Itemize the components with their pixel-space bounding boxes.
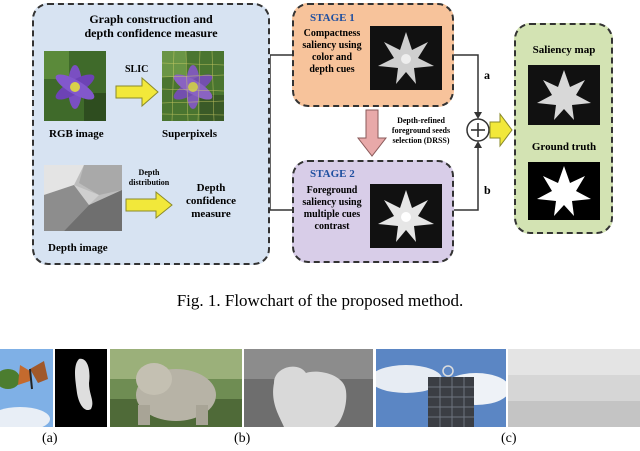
depth-image-label: Depth image [48,242,108,254]
example-a-rgb [0,349,53,427]
line-stage2-to-plus [454,147,479,211]
sublabel-b: (b) [234,431,251,446]
stage1-description: Compactness saliency using color and dep… [302,28,362,75]
example-b-depth [244,349,373,427]
arrowhead-a [474,112,482,119]
figure-caption: Fig. 1. Flowchart of the proposed method… [176,291,464,310]
example-c-rgb [376,349,506,427]
stage1-saliency-image [370,26,442,90]
sublabel-c: (c) [501,431,517,446]
sublabel-a: (a) [42,431,58,446]
arrow-slic [115,76,159,108]
superpixels-label: Superpixels [162,128,218,140]
drss-label: Depth-refined foreground seeds selection… [391,116,451,145]
branch-line-top [269,54,292,130]
rgb-image-label: RGB image [49,128,104,140]
depth-confidence-measure-label: Depth confidence measure [185,182,237,220]
ground-truth-image [528,162,600,220]
depth-image [44,165,122,231]
line-stage1-to-plus [454,54,479,113]
stage2-description: Foreground saliency using multiple cues … [302,185,362,232]
stage1-title: STAGE 1 [310,12,355,24]
saliency-map-label: Saliency map [532,44,596,56]
ground-truth-label: Ground truth [531,141,597,153]
branch-a-label: a [484,68,490,82]
branch-line-bottom [269,130,292,211]
slic-label: SLIC [125,64,149,75]
saliency-map-image [528,65,600,125]
arrow-drss [356,109,388,157]
arrowhead-b [474,141,482,148]
panel1-title: Graph construction and depth confidence … [84,12,218,40]
arrow-depth-distribution [125,190,173,220]
branch-b-label: b [484,183,491,197]
arrow-to-output [489,112,513,148]
stage2-saliency-image [370,184,442,248]
graph-construction-panel [32,3,270,265]
example-b-rgb [110,349,242,427]
rgb-image [44,51,106,121]
example-a-saliency [55,349,107,427]
example-c-depth [508,349,640,427]
superpixels-image [162,51,224,121]
stage2-title: STAGE 2 [310,168,355,180]
depth-distribution-label: Depth distribution [128,168,170,187]
